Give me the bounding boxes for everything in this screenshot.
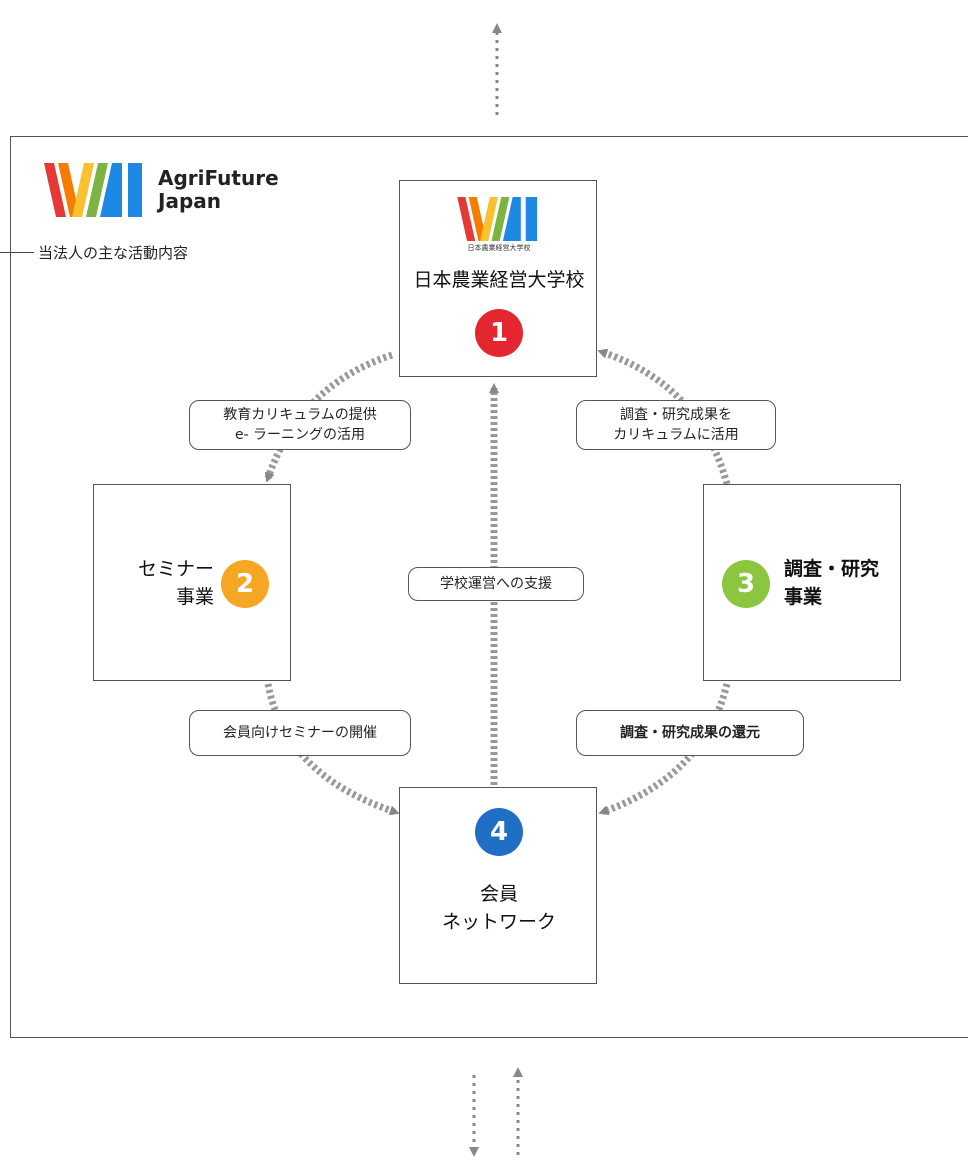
badge-2: 2 bbox=[221, 560, 269, 608]
agrifuture-logo bbox=[44, 163, 142, 217]
badge-3: 3 bbox=[722, 560, 770, 608]
label-research-return-text: 調査・研究成果の還元 bbox=[620, 725, 760, 741]
arrow-seminar-to-members bbox=[264, 683, 400, 816]
seminar-title: セミナー 事業 bbox=[114, 555, 214, 611]
logo-stripe-blue bbox=[100, 163, 142, 217]
label-curriculum-line1: 教育カリキュラムの提供 bbox=[223, 407, 377, 423]
label-research-to-school-line2: カリキュラムに活用 bbox=[613, 427, 739, 443]
logo-stripe-red bbox=[44, 163, 66, 217]
label-curriculum: 教育カリキュラムの提供 e- ラーニングの活用 bbox=[189, 400, 411, 450]
seminar-title-line1: セミナー bbox=[137, 558, 214, 580]
label-research-to-school: 調査・研究成果を カリキュラムに活用 bbox=[576, 400, 776, 450]
members-title-line1: 会員 bbox=[479, 883, 518, 905]
logo-stripe-blue-2 bbox=[122, 163, 128, 217]
logo-stripe-green bbox=[86, 163, 108, 217]
logo-stripe-orange bbox=[58, 163, 80, 217]
logo-stripe-yellow bbox=[72, 163, 94, 217]
label-member-seminar-text: 会員向けセミナーの開催 bbox=[223, 725, 377, 741]
members-title-line2: ネットワーク bbox=[441, 911, 556, 933]
label-school-support: 学校運営への支援 bbox=[408, 567, 584, 601]
members-title: 会員 ネットワーク bbox=[400, 880, 598, 936]
school-title: 日本農業経営大学校 bbox=[413, 269, 585, 291]
node-members: 4 会員 ネットワーク bbox=[399, 787, 597, 984]
label-curriculum-line2: e- ラーニングの活用 bbox=[234, 427, 366, 443]
section-subtitle: 当法人の主な活動内容 bbox=[0, 242, 188, 263]
arrow-research-to-school bbox=[597, 348, 731, 485]
label-school-support-text: 学校運営への支援 bbox=[440, 576, 552, 592]
label-research-return: 調査・研究成果の還元 bbox=[576, 710, 804, 756]
label-research-to-school-line1: 調査・研究成果を bbox=[620, 407, 732, 423]
subtitle-text: 当法人の主な活動内容 bbox=[38, 244, 189, 262]
school-logo bbox=[457, 197, 538, 241]
research-title-line2: 事業 bbox=[784, 586, 823, 608]
diagram-frame bbox=[10, 136, 968, 1038]
brand-header: AgriFuture Japan bbox=[44, 163, 279, 217]
brand-name: AgriFuture Japan bbox=[158, 167, 279, 213]
badge-1: 1 bbox=[475, 309, 523, 357]
seminar-title-line2: 事業 bbox=[175, 586, 214, 608]
brand-name-line2: Japan bbox=[158, 189, 221, 213]
badge-4: 4 bbox=[475, 808, 523, 856]
subtitle-dash bbox=[0, 252, 34, 253]
research-title-line1: 調査・研究 bbox=[784, 558, 880, 580]
school-logo-caption: 日本農業経営大学校 bbox=[467, 244, 531, 252]
node-school: 日本農業経営大学校 日本農業経営大学校 1 bbox=[399, 180, 597, 377]
brand-name-line1: AgriFuture bbox=[158, 166, 279, 190]
node-research: 3 調査・研究 事業 bbox=[703, 484, 901, 681]
label-member-seminar: 会員向けセミナーの開催 bbox=[189, 710, 411, 756]
node-seminar: セミナー 事業 2 bbox=[93, 484, 291, 681]
research-title: 調査・研究 事業 bbox=[784, 555, 879, 611]
